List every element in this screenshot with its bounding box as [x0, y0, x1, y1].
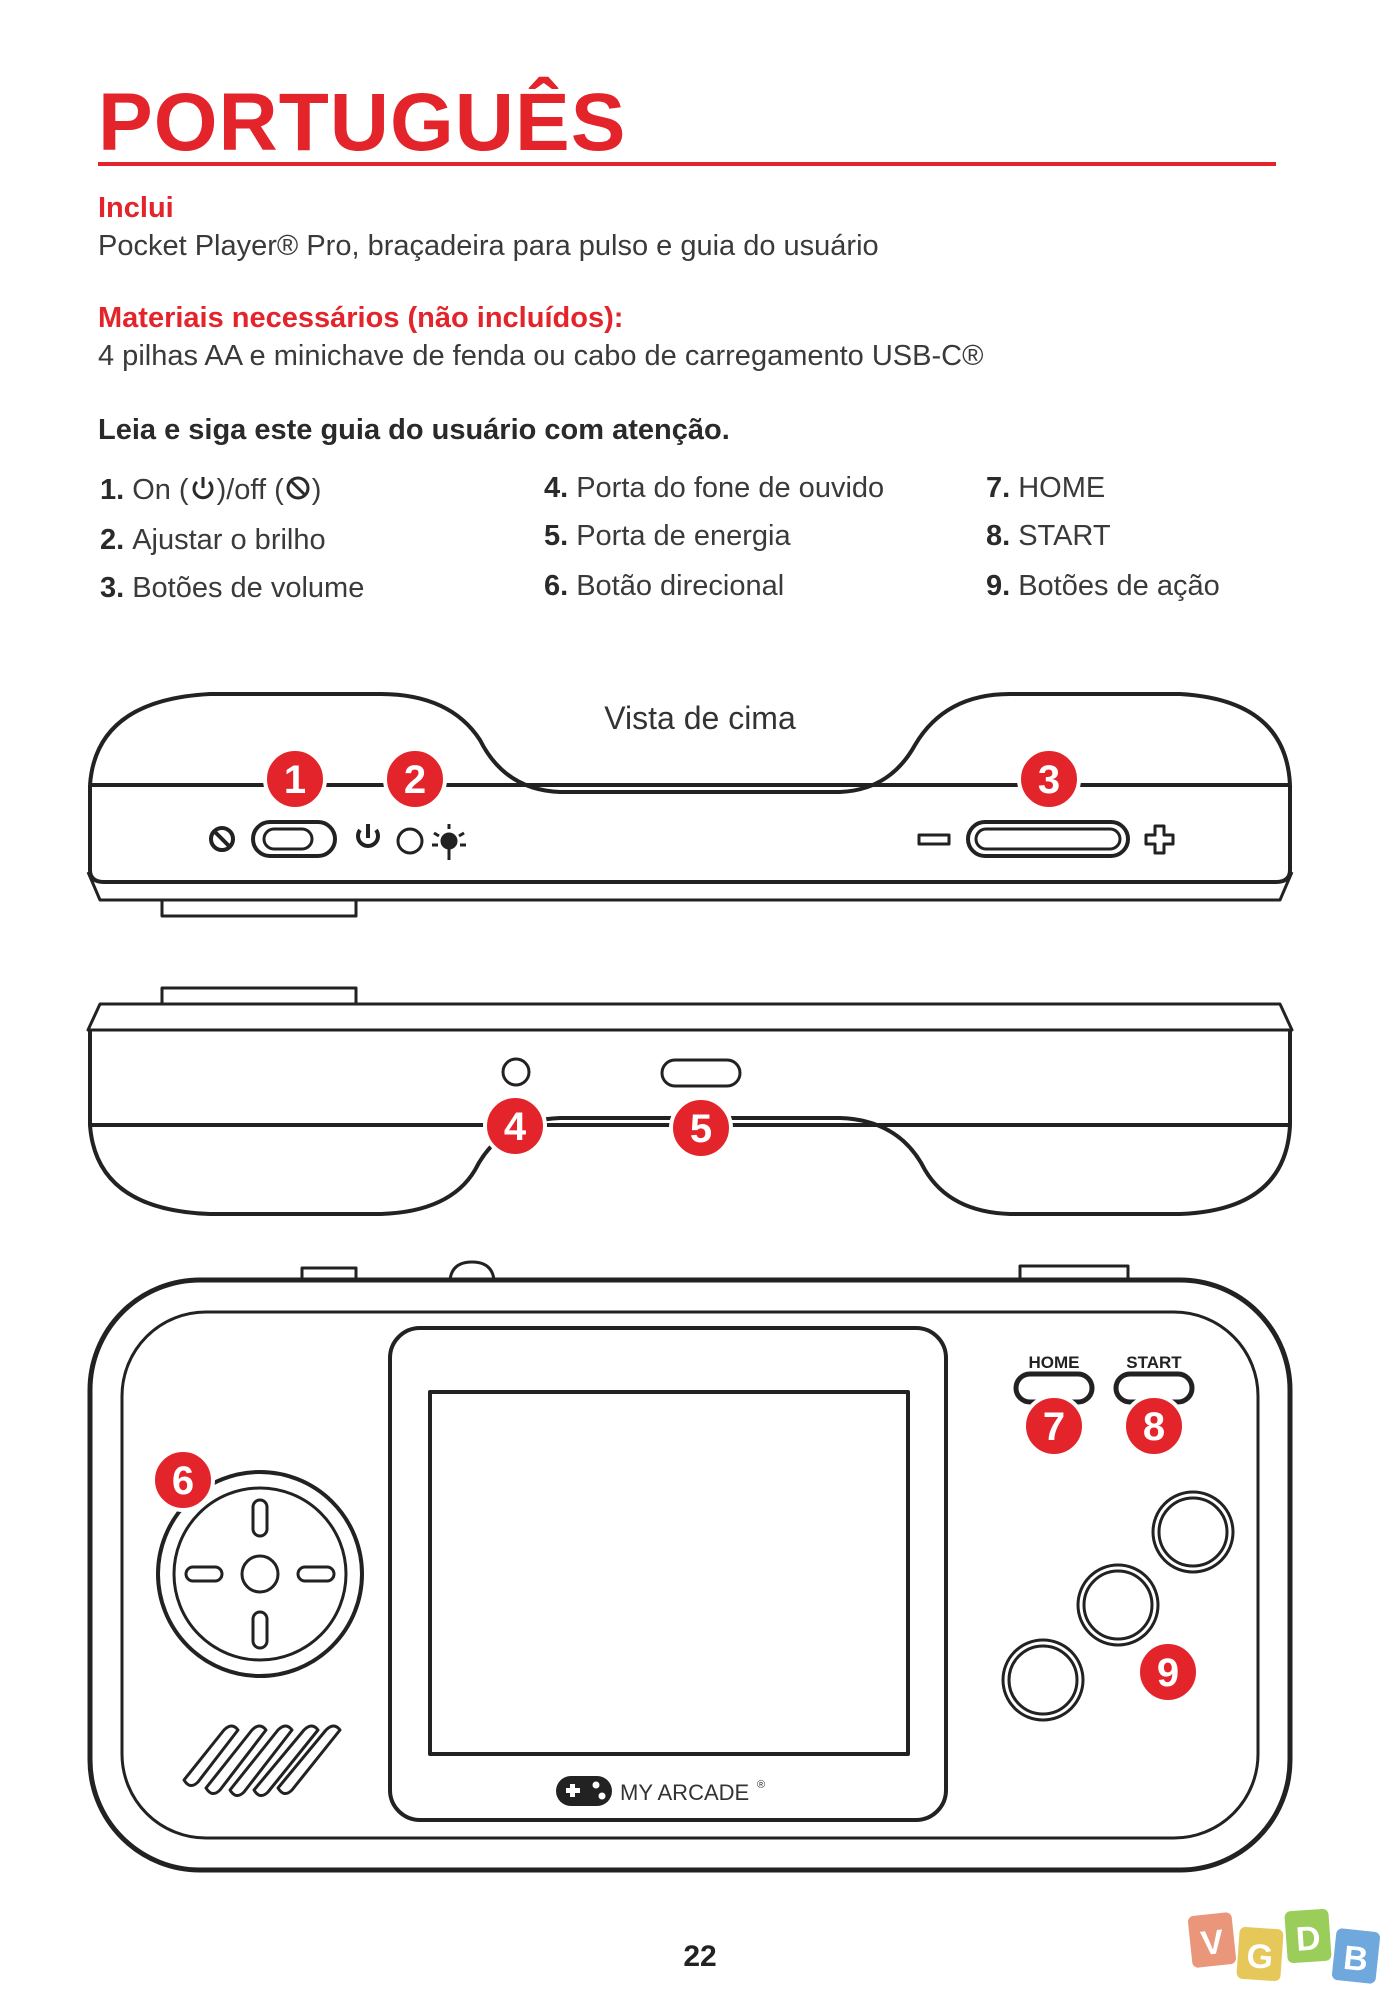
title-underline	[98, 162, 1276, 166]
legend-label: Botões de ação	[1018, 570, 1220, 602]
on-symbol-icon	[356, 824, 380, 848]
svg-text:4: 4	[504, 1105, 527, 1149]
screen-bezel	[388, 1326, 948, 1822]
legend-label: Ajustar o brilho	[132, 524, 326, 556]
page-title: PORTUGUÊS	[98, 77, 627, 168]
marker-5: 5	[669, 1096, 733, 1160]
includes-heading: Inclui	[98, 192, 174, 224]
legend-label: Porta de energia	[576, 520, 791, 552]
device-diagram: HOME START MY ARCADE ® 1 2 3 4 5 6 7 8 9	[86, 692, 1294, 1873]
power-on-icon	[192, 477, 214, 500]
includes-text: Pocket Player® Pro, braçadeira para puls…	[98, 230, 879, 262]
legend-item-9: 9.Botões de ação	[986, 570, 1220, 603]
marker-9: 9	[1136, 1640, 1200, 1704]
usb-c-port	[660, 1058, 742, 1088]
marker-2: 2	[383, 747, 447, 811]
legend-item-2: 2.Ajustar o brilho	[100, 524, 326, 557]
speaker-grille	[182, 1724, 342, 1797]
vgdb-watermark-logo: V G D B	[1188, 1908, 1381, 1984]
marker-8: 8	[1122, 1394, 1186, 1458]
svg-text:D: D	[1295, 1919, 1322, 1959]
legend-number: 4.	[544, 472, 569, 504]
svg-text:G: G	[1245, 1937, 1274, 1977]
svg-text:3: 3	[1038, 758, 1060, 802]
volume-rocker	[966, 820, 1130, 858]
legend-item-3: 3.Botões de volume	[100, 572, 364, 605]
legend-number: 8.	[986, 520, 1011, 552]
svg-text:8: 8	[1143, 1405, 1165, 1449]
materials-heading: Materiais necessários (não incluídos):	[98, 302, 624, 334]
marker-6: 6	[151, 1448, 215, 1512]
wrist-strap-anchor-bottom	[160, 986, 358, 1004]
d-pad	[156, 1470, 364, 1678]
volume-minus-icon	[917, 833, 951, 846]
legend-label: START	[1018, 520, 1111, 552]
legend-label-suffix: )/off (	[216, 474, 284, 506]
svg-text:2: 2	[404, 758, 426, 802]
top-view-label: Vista de cima	[604, 700, 796, 736]
marker-3: 3	[1017, 747, 1081, 811]
legend-label: Porta do fone de ouvido	[576, 472, 885, 504]
device-body	[87, 1277, 1293, 1873]
legend-label: Botões de volume	[132, 572, 365, 604]
screen	[428, 1390, 910, 1756]
off-symbol-icon	[209, 826, 235, 852]
legend-label: Botão direcional	[576, 570, 785, 602]
instruction-note: Leia e siga este guia do usuário com ate…	[98, 414, 730, 446]
front-view	[87, 1260, 1293, 1873]
materials-text: 4 pilhas AA e minichave de fenda ou cabo…	[98, 340, 984, 372]
legend-item-8: 8.START	[986, 520, 1111, 553]
power-off-icon	[286, 476, 310, 500]
legend-number: 3.	[100, 572, 125, 604]
top-view	[86, 692, 1294, 918]
legend-label: HOME	[1018, 472, 1106, 504]
volume-plus-icon	[1144, 824, 1175, 855]
home-label: HOME	[1029, 1353, 1080, 1372]
brightness-button	[396, 827, 424, 855]
legend-item-5: 5.Porta de energia	[544, 520, 791, 553]
legend-number: 6.	[544, 570, 569, 602]
legend-number: 9.	[986, 570, 1011, 602]
svg-text:V: V	[1199, 1923, 1226, 1963]
legend-item-6: 6.Botão direcional	[544, 570, 784, 603]
brightness-icon	[432, 824, 466, 860]
legend-number: 7.	[986, 472, 1011, 504]
brand-mark: ®	[757, 1779, 765, 1791]
legend-label-suffix-end: )	[311, 474, 322, 506]
start-label: START	[1126, 1353, 1182, 1372]
marker-4: 4	[483, 1094, 547, 1158]
page-number: 22	[683, 1940, 717, 1973]
svg-text:7: 7	[1043, 1405, 1065, 1449]
marker-1: 1	[263, 747, 327, 811]
legend-number: 1.	[100, 474, 125, 506]
wrist-strap-anchor-top	[160, 900, 358, 918]
legend-number: 5.	[544, 520, 569, 552]
power-switch	[251, 820, 337, 858]
svg-text:5: 5	[690, 1107, 712, 1151]
legend-item-4: 4.Porta do fone de ouvido	[544, 472, 884, 505]
legend-label: On (	[132, 474, 189, 506]
svg-text:B: B	[1341, 1939, 1369, 1979]
headphone-port	[501, 1057, 531, 1087]
marker-7: 7	[1022, 1394, 1086, 1458]
gamepad-logo-icon	[556, 1776, 612, 1806]
legend-item-1: 1.On ( )/off ()	[100, 474, 321, 507]
legend-item-7: 7.HOME	[986, 472, 1105, 505]
svg-text:1: 1	[284, 758, 306, 802]
svg-text:9: 9	[1157, 1651, 1179, 1695]
svg-text:6: 6	[172, 1459, 194, 1503]
brand-label: MY ARCADE	[620, 1780, 749, 1805]
action-buttons	[1001, 1490, 1235, 1722]
device-face	[120, 1310, 1260, 1840]
legend-number: 2.	[100, 524, 125, 556]
